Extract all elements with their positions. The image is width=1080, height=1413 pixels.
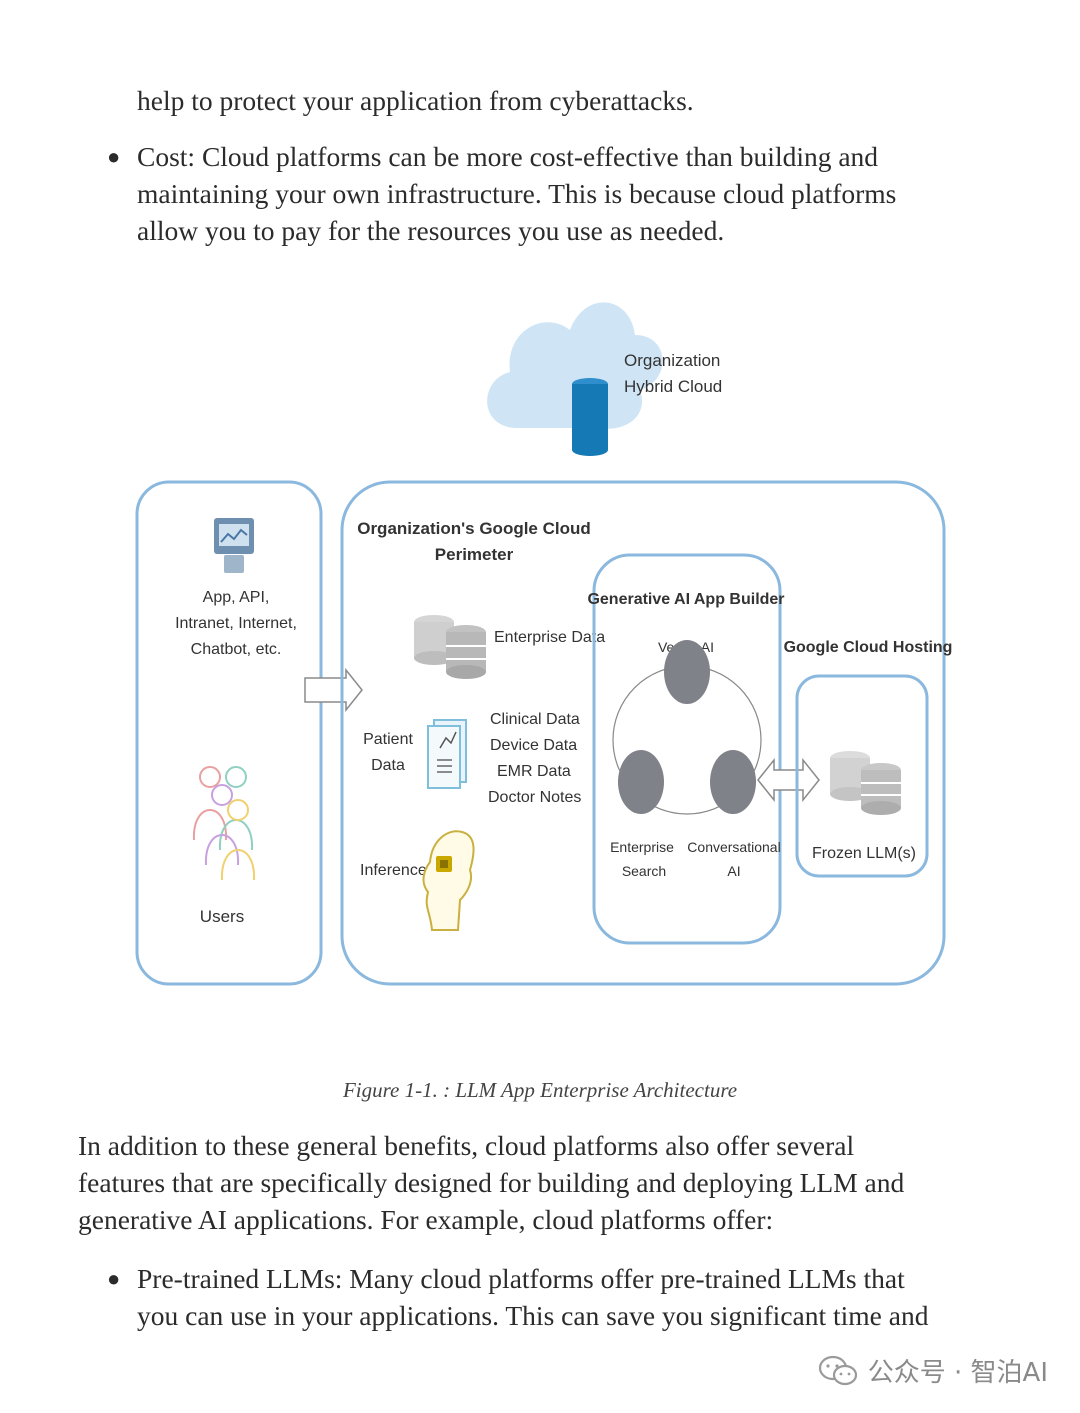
text-line: features that are specifically designed … — [78, 1167, 905, 1198]
conversational-ai-node — [710, 750, 756, 814]
wechat-icon — [818, 1355, 857, 1385]
document-chart-icon — [427, 719, 467, 789]
conversational-ai-label: AI — [727, 863, 740, 879]
conversational-ai-label: Conversational — [687, 839, 780, 855]
architecture-diagram: Organization Hybrid Cloud App, API, Intr… — [135, 302, 953, 986]
perimeter-title: Perimeter — [435, 545, 514, 564]
arrow-right-icon — [304, 667, 363, 713]
text-line: Cost: Cloud platforms can be more cost-e… — [137, 141, 879, 172]
figure-caption: Figure 1-1. : LLM App Enterprise Archite… — [342, 1078, 738, 1102]
text-line: generative AI applications. For example,… — [78, 1204, 774, 1235]
database-stack-icon — [830, 751, 901, 815]
hosting-title: Google Cloud Hosting — [784, 639, 953, 656]
watermark: 公众号 · 智泊AI — [818, 1352, 1048, 1389]
perimeter-title: Organization's Google Cloud — [357, 519, 591, 538]
app-builder-title: Generative AI App Builder — [587, 591, 784, 608]
body-paragraph: In addition to these general benefits, c… — [78, 1127, 904, 1238]
text-line: maintaining your own infrastructure. Thi… — [137, 178, 897, 209]
perimeter-box — [340, 480, 946, 986]
text-line: you can use in your applications. This c… — [137, 1300, 929, 1331]
clinical-item: Doctor Notes — [488, 789, 581, 806]
hybrid-cloud-label: Organization — [624, 351, 720, 370]
monitor-icon — [214, 518, 254, 573]
app-label: Intranet, Internet, — [175, 615, 297, 632]
users-icon — [192, 766, 256, 881]
app-label: App, API, — [203, 589, 270, 606]
client-box — [135, 480, 323, 986]
bullet-dot: ● — [107, 144, 121, 169]
enterprise-data-label: Enterprise Data — [494, 629, 605, 646]
database-stack-icon — [414, 615, 486, 679]
inference-label: Inference — [360, 862, 427, 879]
enterprise-search-label: Search — [622, 863, 666, 879]
text-line: allow you to pay for the resources you u… — [137, 215, 725, 246]
clinical-item: Clinical Data — [490, 711, 580, 728]
text-line: help to protect your application from cy… — [137, 85, 694, 116]
text-line: Pre-trained LLMs: Many cloud platforms o… — [137, 1263, 905, 1294]
clinical-item: Device Data — [490, 737, 577, 754]
users-label: Users — [200, 907, 244, 926]
enterprise-search-label: Enterprise — [610, 839, 674, 855]
hybrid-cloud-label: Hybrid Cloud — [624, 377, 722, 396]
app-builder-box — [592, 553, 782, 945]
bullet-dot: ● — [107, 1266, 121, 1291]
patient-data-label: Data — [371, 757, 405, 774]
pretrained-bullet-text: Pre-trained LLMs: Many cloud platforms o… — [137, 1260, 928, 1334]
hosting-box — [795, 674, 929, 878]
vertex-node — [664, 640, 710, 704]
frozen-llm-label: Frozen LLM(s) — [812, 845, 916, 862]
enterprise-search-node — [618, 750, 664, 814]
watermark-text: 公众号 · 智泊AI — [867, 1358, 1048, 1388]
text-line: In addition to these general benefits, c… — [78, 1130, 855, 1161]
clinical-item: EMR Data — [497, 763, 571, 780]
cost-bullet-text: Cost: Cloud platforms can be more cost-e… — [137, 138, 896, 249]
hybrid-cloud-icon — [487, 302, 663, 456]
ai-head-icon — [422, 830, 475, 931]
double-arrow-icon — [757, 757, 820, 803]
app-label: Chatbot, etc. — [191, 641, 282, 658]
patient-data-label: Patient — [363, 731, 413, 748]
